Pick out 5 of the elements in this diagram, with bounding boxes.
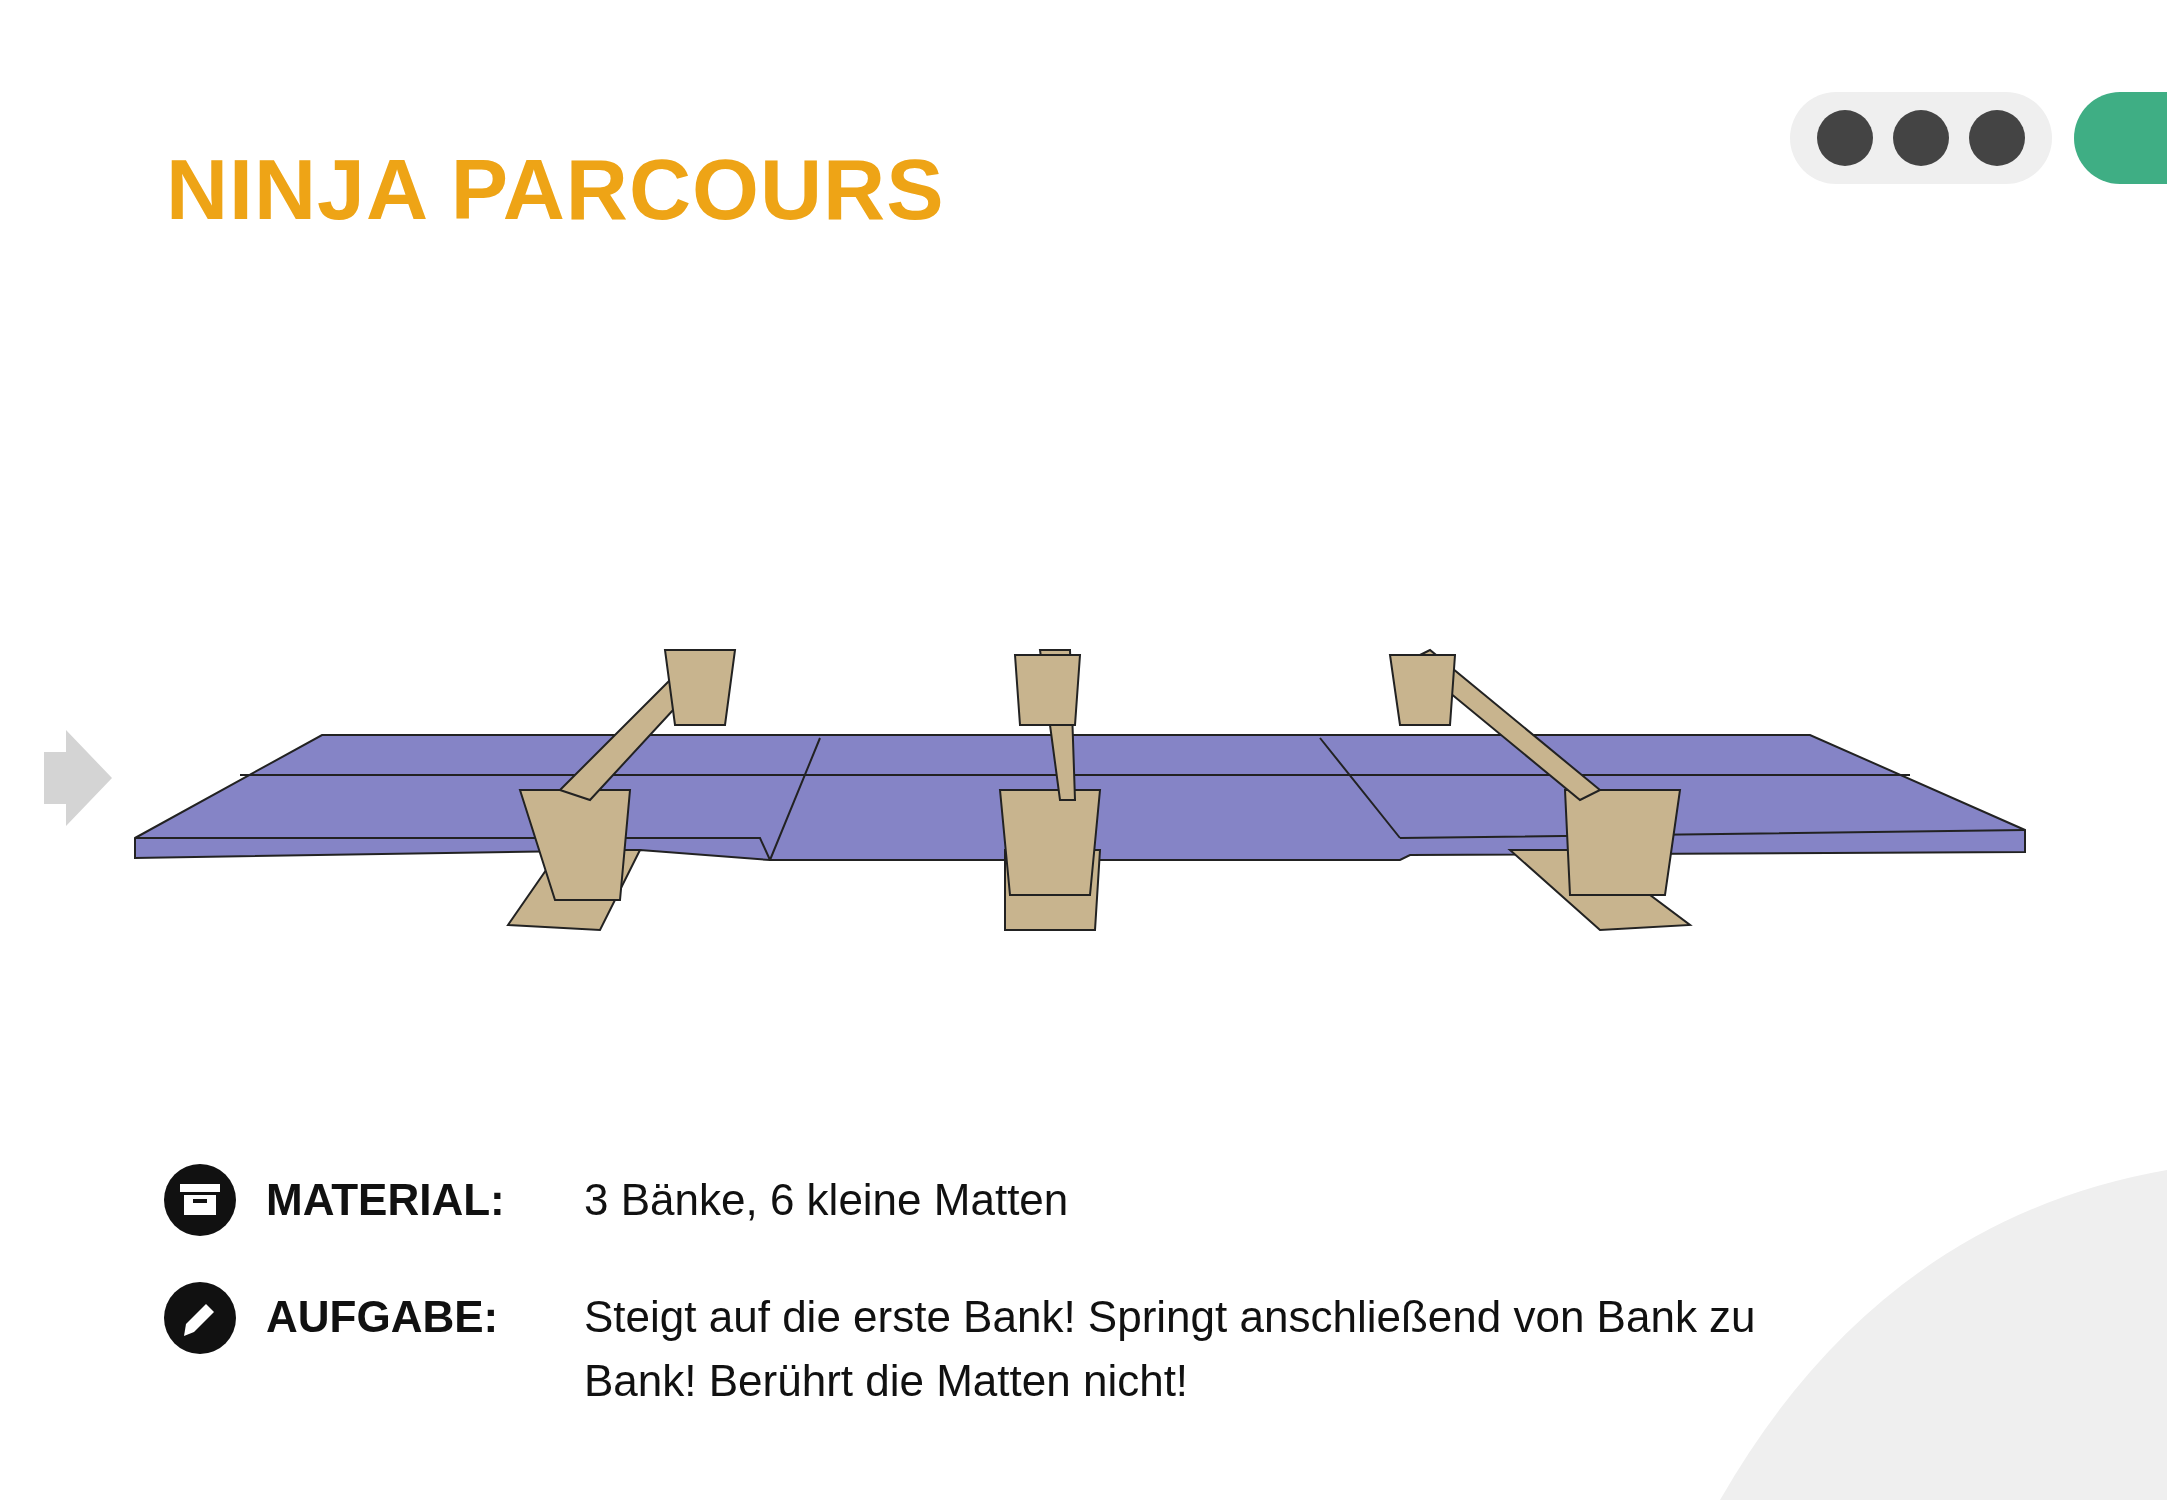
material-text: 3 Bänke, 6 kleine Matten bbox=[584, 1174, 1069, 1226]
task-label: AUFGABE: bbox=[266, 1292, 499, 1342]
title: NINJA PARCOURS bbox=[166, 140, 945, 239]
material-label: MATERIAL: bbox=[266, 1175, 505, 1225]
task-text: Steigt auf die erste Bank! Springt anschließend von Bank zu Bank! Berührt die Matten nicht! bbox=[584, 1291, 1757, 1407]
